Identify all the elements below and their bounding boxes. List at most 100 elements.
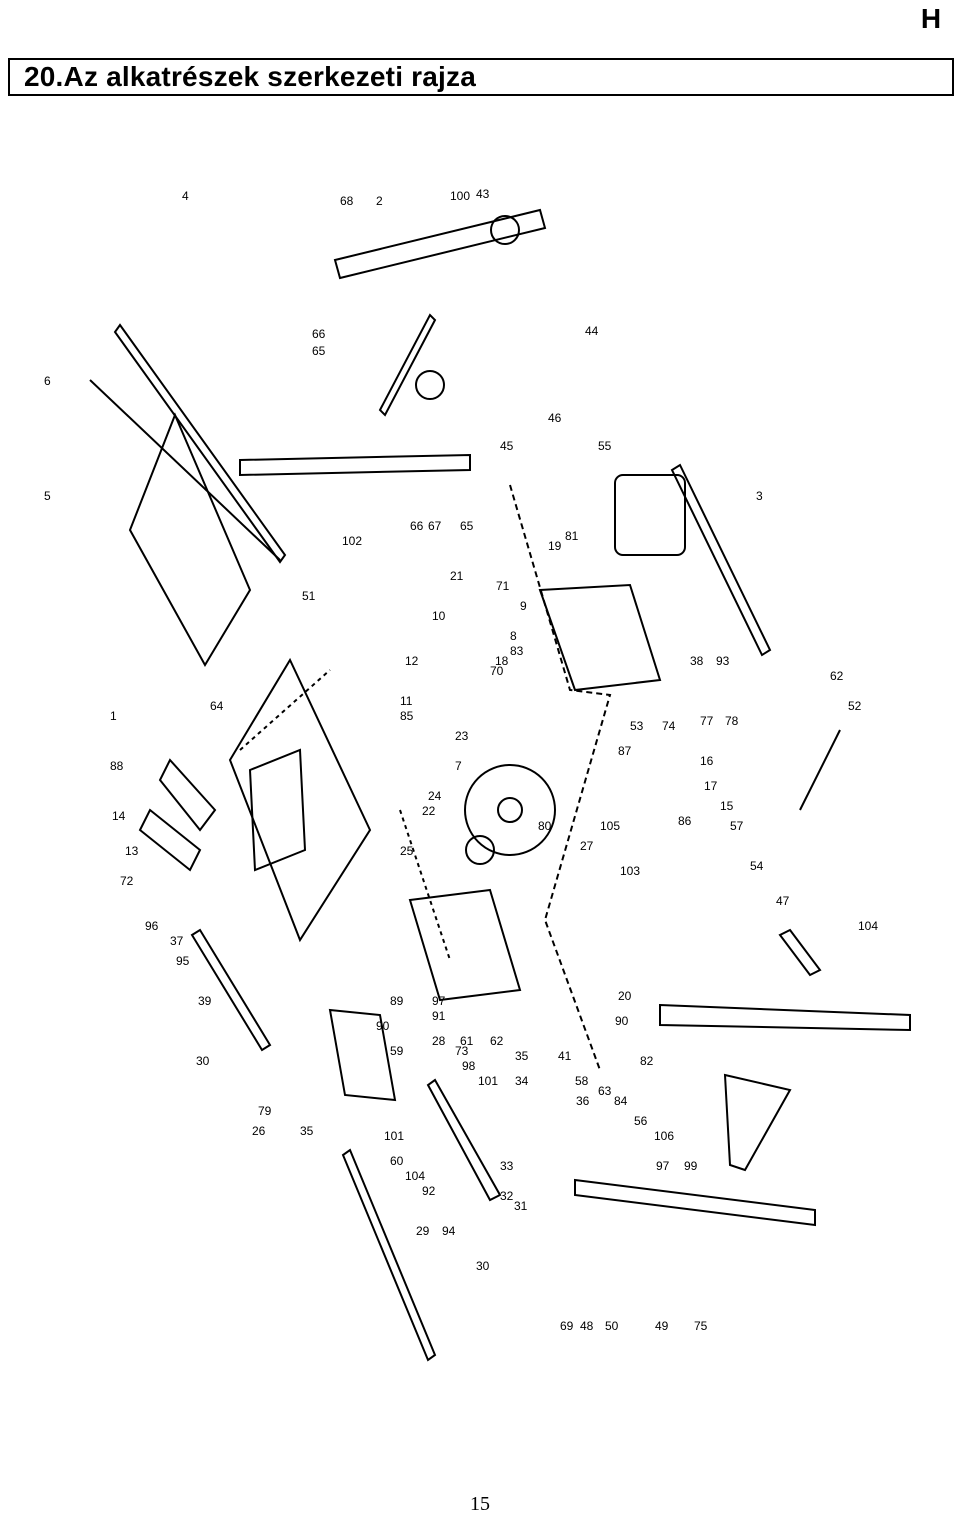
- leg-top-mid: [239, 453, 471, 477]
- callout-12: 12: [405, 654, 419, 668]
- callout-92: 90: [376, 1019, 390, 1033]
- callout-69: 68: [340, 194, 354, 208]
- callout-38: 37: [170, 934, 184, 948]
- callout-23: 23: [455, 729, 469, 743]
- callout-75: 74: [662, 719, 676, 733]
- callout-106b: 104: [405, 1169, 425, 1183]
- callout-71: 70: [490, 664, 504, 678]
- callout-43: 43: [476, 187, 490, 201]
- language-code: H: [920, 3, 942, 34]
- callout-66: 65: [312, 344, 326, 358]
- callout-30b: 30: [476, 1259, 490, 1273]
- callout-84: 83: [510, 644, 524, 658]
- callout-107: 105: [600, 819, 620, 833]
- callout-6: 6: [44, 374, 51, 388]
- callout-20: 20: [618, 989, 632, 1003]
- callout-35: 35: [515, 1049, 529, 1063]
- callout-56: 56: [634, 1114, 648, 1128]
- callout-30: 30: [196, 1054, 210, 1068]
- callout-4: 4: [182, 189, 189, 203]
- callout-50: 50: [605, 1319, 619, 1333]
- callout-55: 55: [598, 439, 612, 453]
- callout-99: 97: [432, 994, 446, 1008]
- callout-59: 59: [390, 1044, 404, 1058]
- callout-41: 41: [558, 1049, 572, 1063]
- callout-61: 61: [460, 1034, 474, 1048]
- leg-bottom-right: [659, 1003, 911, 1032]
- callout-95: 93: [716, 654, 730, 668]
- stretcher-top: [378, 313, 437, 417]
- callout-2: 2: [376, 194, 383, 208]
- callout-82: 81: [565, 529, 579, 543]
- callout-52: 52: [848, 699, 862, 713]
- callout-53: 53: [630, 719, 644, 733]
- callout-22: 22: [422, 804, 436, 818]
- main-table: [228, 657, 372, 943]
- callout-66b: 65: [460, 519, 474, 533]
- callout-98: 96: [145, 919, 159, 933]
- callout-24: 24: [428, 789, 442, 803]
- callout-80: 79: [258, 1104, 272, 1118]
- callout-105: 103: [620, 864, 640, 878]
- parts-drawing-svg: 68 2 100 43 4 65 66 6 5 44 46 45 55 3 10…: [44, 187, 911, 1362]
- callout-89: 89: [390, 994, 404, 1008]
- callout-31: 31: [514, 1199, 528, 1213]
- callout-28: 28: [432, 1034, 446, 1048]
- callout-40: 39: [198, 994, 212, 1008]
- callout-39: 38: [690, 654, 704, 668]
- callout-65: 64: [210, 699, 224, 713]
- rail-top-left: [113, 323, 287, 564]
- callout-104: 102: [342, 534, 362, 548]
- callout-26: 26: [252, 1124, 266, 1138]
- callout-7: 7: [455, 759, 462, 773]
- callout-33: 33: [500, 1159, 514, 1173]
- callout-62: 62: [490, 1034, 504, 1048]
- callout-67b: 66: [410, 519, 424, 533]
- callout-76: 75: [694, 1319, 708, 1333]
- callout-labels: 68 2 100 43 4 65 66 6 5 44 46 45 55 3 10…: [44, 187, 878, 1333]
- section-title: 20.Az alkatrészek szerkezeti rajza: [24, 61, 476, 92]
- callout-67: 66: [312, 327, 326, 341]
- callout-47: 47: [776, 894, 790, 908]
- callout-57: 57: [730, 819, 744, 833]
- callout-64: 63: [598, 1084, 612, 1098]
- callout-18: 18: [495, 654, 509, 668]
- callout-72: 71: [496, 579, 510, 593]
- callout-25: 25: [400, 844, 414, 858]
- fence-rail: [341, 1148, 437, 1362]
- callout-73: 72: [120, 874, 134, 888]
- callout-101: 99: [684, 1159, 698, 1173]
- callout-58: 58: [575, 1074, 589, 1088]
- wheel-top: [490, 215, 520, 245]
- callout-88: 87: [618, 744, 632, 758]
- handle: [778, 928, 822, 977]
- saw-blade: [464, 764, 556, 856]
- callout-5: 5: [44, 489, 51, 503]
- callout-16: 16: [700, 754, 714, 768]
- callout-46: 46: [548, 411, 562, 425]
- callout-54: 54: [750, 859, 764, 873]
- callout-49: 49: [655, 1319, 669, 1333]
- callout-13: 13: [125, 844, 139, 858]
- callout-91: 90: [615, 1014, 629, 1028]
- callout-103b: 101: [384, 1129, 404, 1143]
- callout-48: 48: [580, 1319, 594, 1333]
- callout-96: 94: [442, 1224, 456, 1238]
- callout-21: 21: [450, 569, 464, 583]
- callout-1: 1: [110, 709, 117, 723]
- callout-68: 67: [428, 519, 442, 533]
- callout-97: 95: [176, 954, 190, 968]
- callout-9: 9: [520, 599, 527, 613]
- callout-63: 62: [830, 669, 844, 683]
- page-number: 15: [470, 1493, 490, 1515]
- callout-34: 34: [515, 1074, 529, 1088]
- side-table-top: [128, 412, 252, 667]
- callout-8: 8: [510, 629, 517, 643]
- hand-wheel: [465, 835, 495, 865]
- rail-top-left-2: [89, 379, 281, 561]
- callout-51: 51: [302, 589, 316, 603]
- callout-83: 82: [640, 1054, 654, 1068]
- callout-85: 84: [614, 1094, 628, 1108]
- callout-17: 17: [704, 779, 718, 793]
- callout-90: 88: [110, 759, 124, 773]
